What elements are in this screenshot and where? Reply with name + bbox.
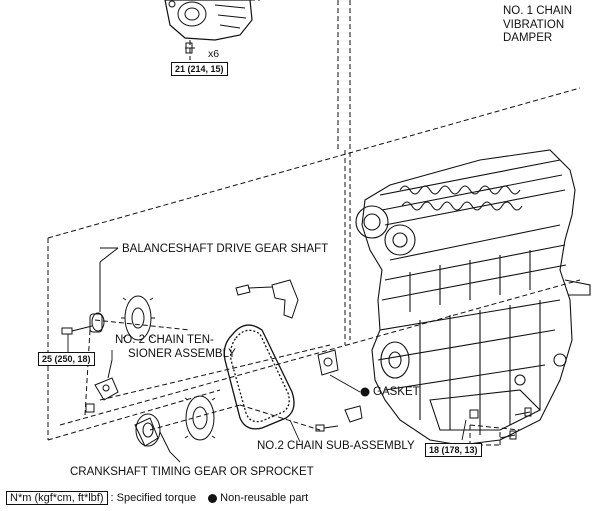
- balanceshaft-drive-gear-shaft: [89, 247, 119, 333]
- legend: N*m (kgf*cm, ft*lbf) : Specified torque …: [6, 491, 308, 505]
- label-no2-chain-sub-assembly: NO.2 CHAIN SUB-ASSEMBLY: [257, 440, 415, 452]
- label-balanceshaft-drive-gear-shaft: BALANCESHAFT DRIVE GEAR SHAFT: [122, 243, 329, 255]
- torque-spec-box: 25 (250, 18): [38, 352, 95, 366]
- gasket: [317, 349, 339, 376]
- leader-lines: [67, 247, 467, 463]
- non-reusable-marker: [360, 387, 370, 397]
- crankshaft-timing-gear: [134, 413, 171, 453]
- chain-cover-housing: [164, 0, 253, 54]
- no2-chain: [223, 324, 295, 430]
- no2-chain-tensioner: [85, 359, 119, 413]
- non-reusable-dot-icon: [208, 493, 218, 503]
- dashed-guide-lines: [47, 0, 581, 446]
- label-gasket: GASKET: [373, 386, 420, 398]
- torque-spec-box: 18 (178, 13): [425, 443, 482, 457]
- legend-torque-text: : Specified torque: [110, 492, 197, 504]
- legend-nonreusable-text: Non-reusable part: [220, 492, 309, 504]
- chain-guide-bracket: [235, 279, 299, 319]
- balanceshaft-gear: [121, 295, 155, 341]
- crankshaft-sprocket: [184, 395, 216, 441]
- legend-torque-box: N*m (kgf*cm, ft*lbf): [6, 491, 108, 505]
- label-crankshaft-timing-gear: CRANKSHAFT TIMING GEAR OR SPROCKET: [70, 466, 314, 478]
- lower-bolts: [315, 405, 532, 440]
- label-chain-tensioner-assembly: NO. 2 CHAIN TEN- SIONER ASSEMBLY: [115, 334, 236, 360]
- engine-block: [355, 149, 591, 446]
- bolt: [61, 325, 93, 335]
- label-chain-vibration-damper: NO. 1 CHAIN VIBRATION DAMPER: [503, 5, 573, 45]
- torque-spec-box: 21 (214, 15): [171, 62, 228, 76]
- label-quantity: x6: [208, 48, 220, 60]
